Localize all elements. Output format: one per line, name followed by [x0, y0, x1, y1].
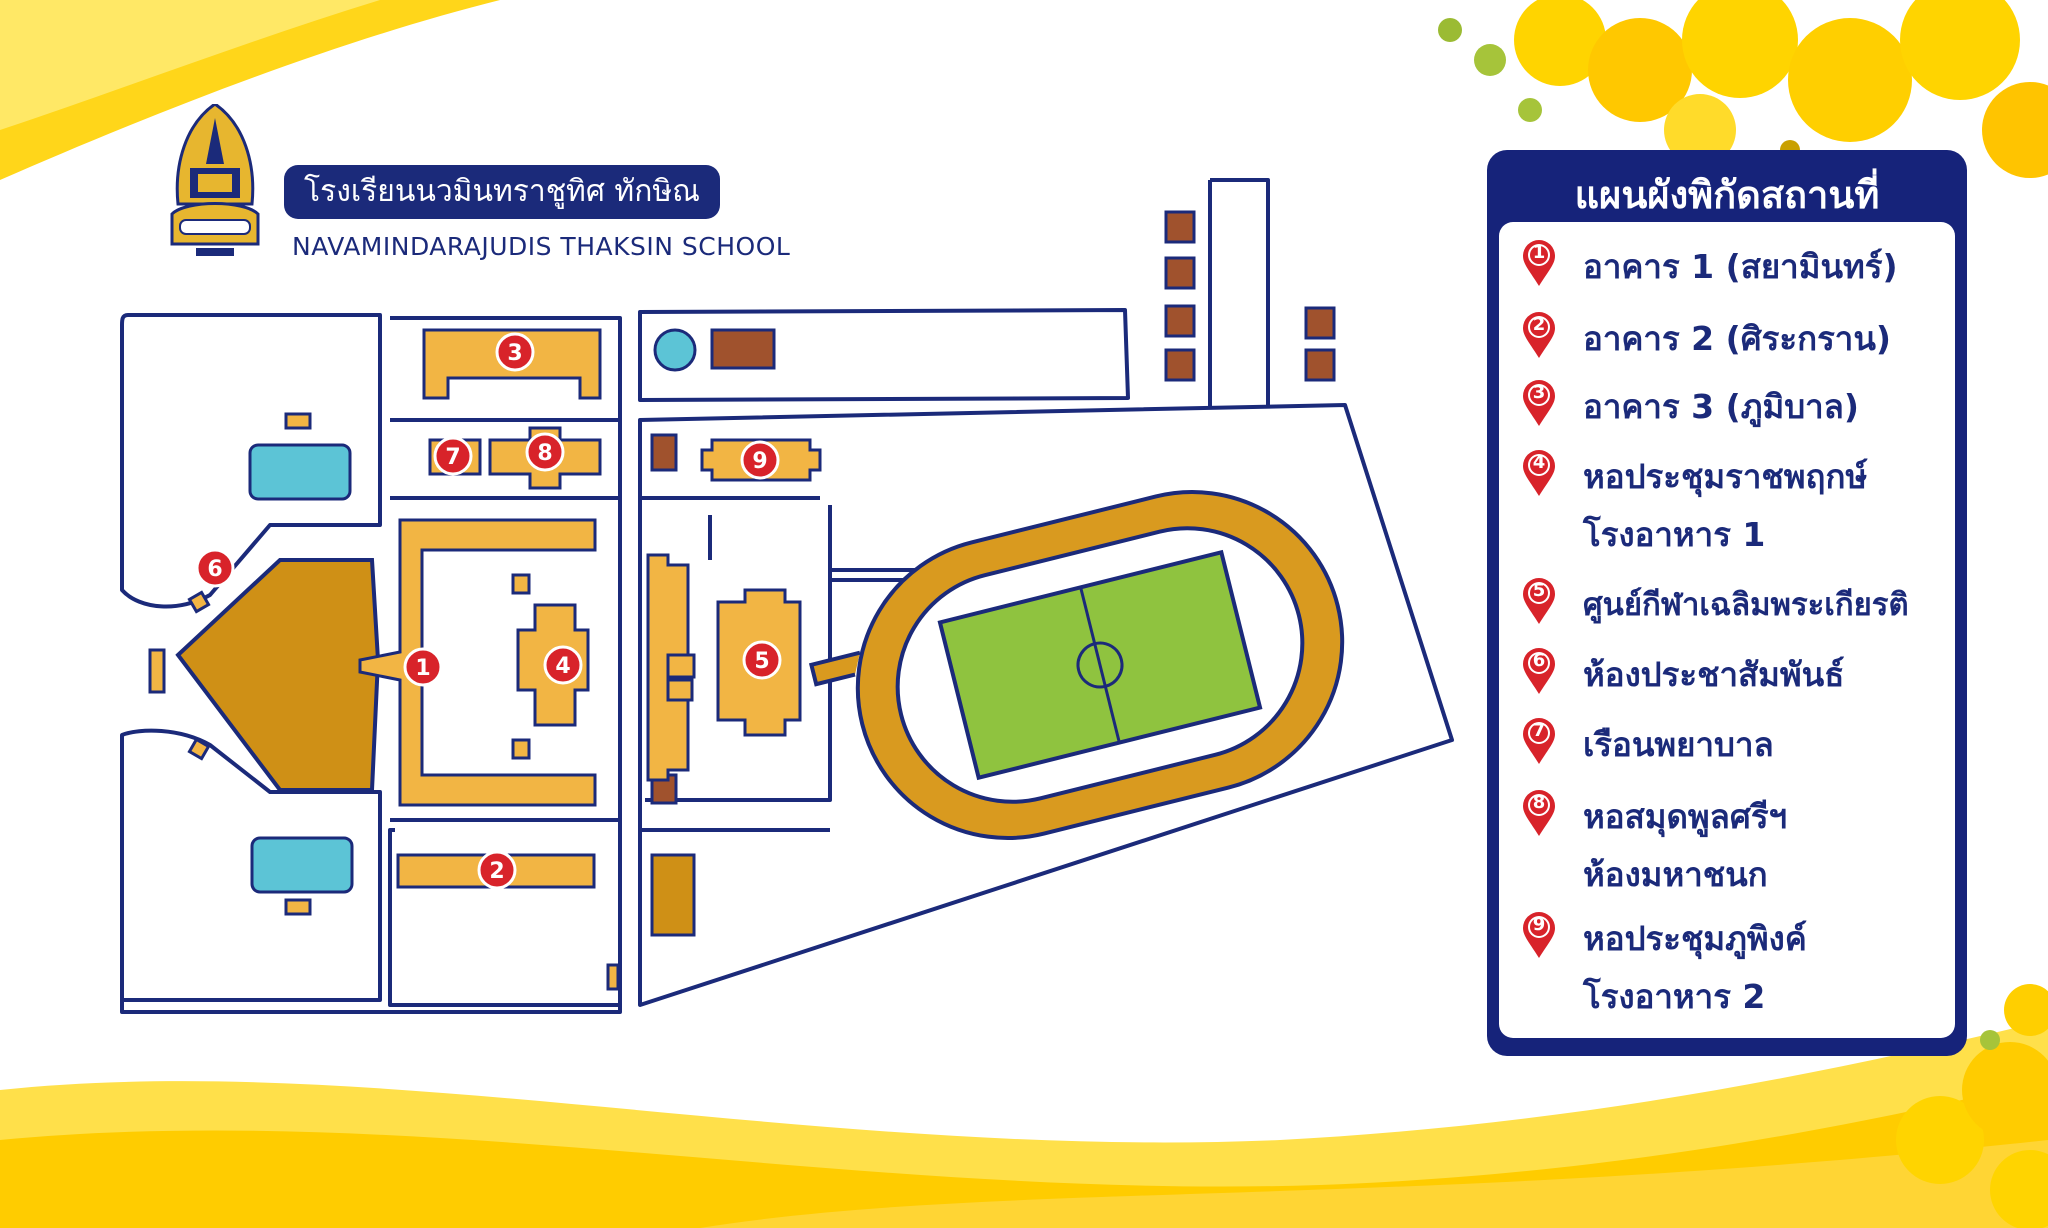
map-marker-label: 5: [754, 649, 769, 674]
location-pin-icon: [1523, 380, 1555, 426]
pin-number: 6: [1532, 650, 1546, 671]
brown-building: [1164, 256, 1196, 290]
location-pin-icon: [1523, 912, 1555, 958]
location-pin-icon: [1523, 718, 1555, 764]
map-marker-label: 7: [445, 445, 460, 470]
flowers-top-right: [1438, 0, 2048, 178]
sports-track: [808, 490, 1345, 840]
small-building: [148, 648, 166, 694]
map-marker-8: 8: [525, 432, 565, 472]
small-building: [284, 898, 312, 916]
pond-top: [248, 443, 352, 501]
small-building: [511, 738, 531, 760]
gold-building: [650, 853, 696, 937]
legend-item-label: หอประชุมภูพิงค์: [1583, 919, 1807, 958]
legend-item-label-line2: โรงอาหาร 2: [1583, 977, 1766, 1016]
legend-item-label: อาคาร 1 (สยามินทร์): [1583, 247, 1898, 286]
pin-number: 2: [1532, 314, 1546, 335]
pin-number: 1: [1532, 242, 1546, 263]
pin-number: 7: [1532, 720, 1546, 741]
map-marker-3: 3: [495, 332, 535, 372]
small-building: [511, 573, 531, 595]
map-marker-label: 9: [752, 449, 767, 474]
small-building: [666, 678, 694, 702]
map-marker-label: 6: [207, 557, 222, 582]
map-marker-label: 8: [537, 441, 552, 466]
location-pin-icon: [1523, 240, 1555, 286]
school-name-english: NAVAMINDARAJUDIS THAKSIN SCHOOL: [292, 232, 791, 261]
brown-building: [1164, 210, 1196, 244]
legend-item-label: อาคาร 2 (ศิระกราน): [1583, 319, 1891, 358]
map-marker-label: 3: [507, 341, 522, 366]
legend-item-label: หอสมุดพูลศรีฯ: [1583, 797, 1788, 836]
legend-item-label: อาคาร 3 (ภูมิบาล): [1583, 387, 1859, 426]
legend-item-label: ห้องประชาสัมพันธ์: [1583, 655, 1845, 694]
map-marker-label: 1: [415, 656, 430, 681]
small-building: [187, 590, 211, 614]
map-marker-5: 5: [742, 640, 782, 680]
map-marker-6: 6: [195, 548, 235, 588]
location-pin-icon: [1523, 790, 1555, 836]
pin-number: 3: [1532, 382, 1546, 403]
legend-item-label: เรือนพยาบาล: [1583, 725, 1774, 764]
map-marker-9: 9: [740, 440, 780, 480]
map-markers: 1 2 3 4 5 6 7 8 9: [195, 332, 782, 890]
building-1: [358, 518, 597, 807]
pin-number: 9: [1532, 914, 1546, 935]
brown-building: [1304, 348, 1336, 382]
map-marker-2: 2: [477, 850, 517, 890]
school-logo: [170, 104, 260, 256]
legend-title: แผนผังพิกัดสถานที่: [1574, 173, 1880, 217]
location-pin-icon: [1523, 450, 1555, 496]
legend-list: 1 อาคาร 1 (สยามินทร์) 2 อาคาร 2 (ศิระกรา…: [1499, 222, 1955, 1038]
legend-item-label-line2: ห้องมหาชนก: [1583, 855, 1768, 894]
location-pin-icon: [1523, 312, 1555, 358]
brown-building: [1164, 348, 1196, 382]
small-building: [284, 412, 312, 430]
map-marker-1: 1: [403, 647, 443, 687]
legend-item-label: ศูนย์กีฬาเฉลิมพระเกียรติ: [1583, 587, 1909, 623]
legend-item-label: หอประชุมราชพฤกษ์: [1583, 457, 1868, 496]
small-building: [666, 653, 696, 679]
map-marker-label: 2: [489, 859, 504, 884]
campus-roads: [120, 178, 1454, 1014]
map-marker-4: 4: [543, 645, 583, 685]
flowers-bottom-right: [1896, 984, 2048, 1228]
map-marker-7: 7: [433, 436, 473, 476]
location-pin-icon: [1523, 648, 1555, 694]
pond-bottom: [250, 836, 354, 894]
pin-number: 5: [1532, 580, 1546, 601]
pin-number: 8: [1532, 792, 1546, 813]
legend-panel: แผนผังพิกัดสถานที่ 1 อาคาร 1 (สยามินทร์)…: [1487, 150, 1967, 1056]
pin-number: 4: [1532, 452, 1546, 473]
small-building: [606, 963, 620, 991]
map-marker-label: 4: [555, 654, 570, 679]
location-pin-icon: [1523, 578, 1555, 624]
school-name-thai: โรงเรียนนวมินทราชูทิศ ทักษิณ: [284, 165, 720, 219]
brown-building: [1304, 306, 1336, 340]
brown-building: [650, 433, 678, 472]
brown-building: [1164, 304, 1196, 338]
pond-round: [653, 328, 697, 372]
small-building: [187, 737, 211, 761]
legend-item-label-line2: โรงอาหาร 1: [1583, 515, 1766, 554]
brown-building: [710, 328, 776, 370]
